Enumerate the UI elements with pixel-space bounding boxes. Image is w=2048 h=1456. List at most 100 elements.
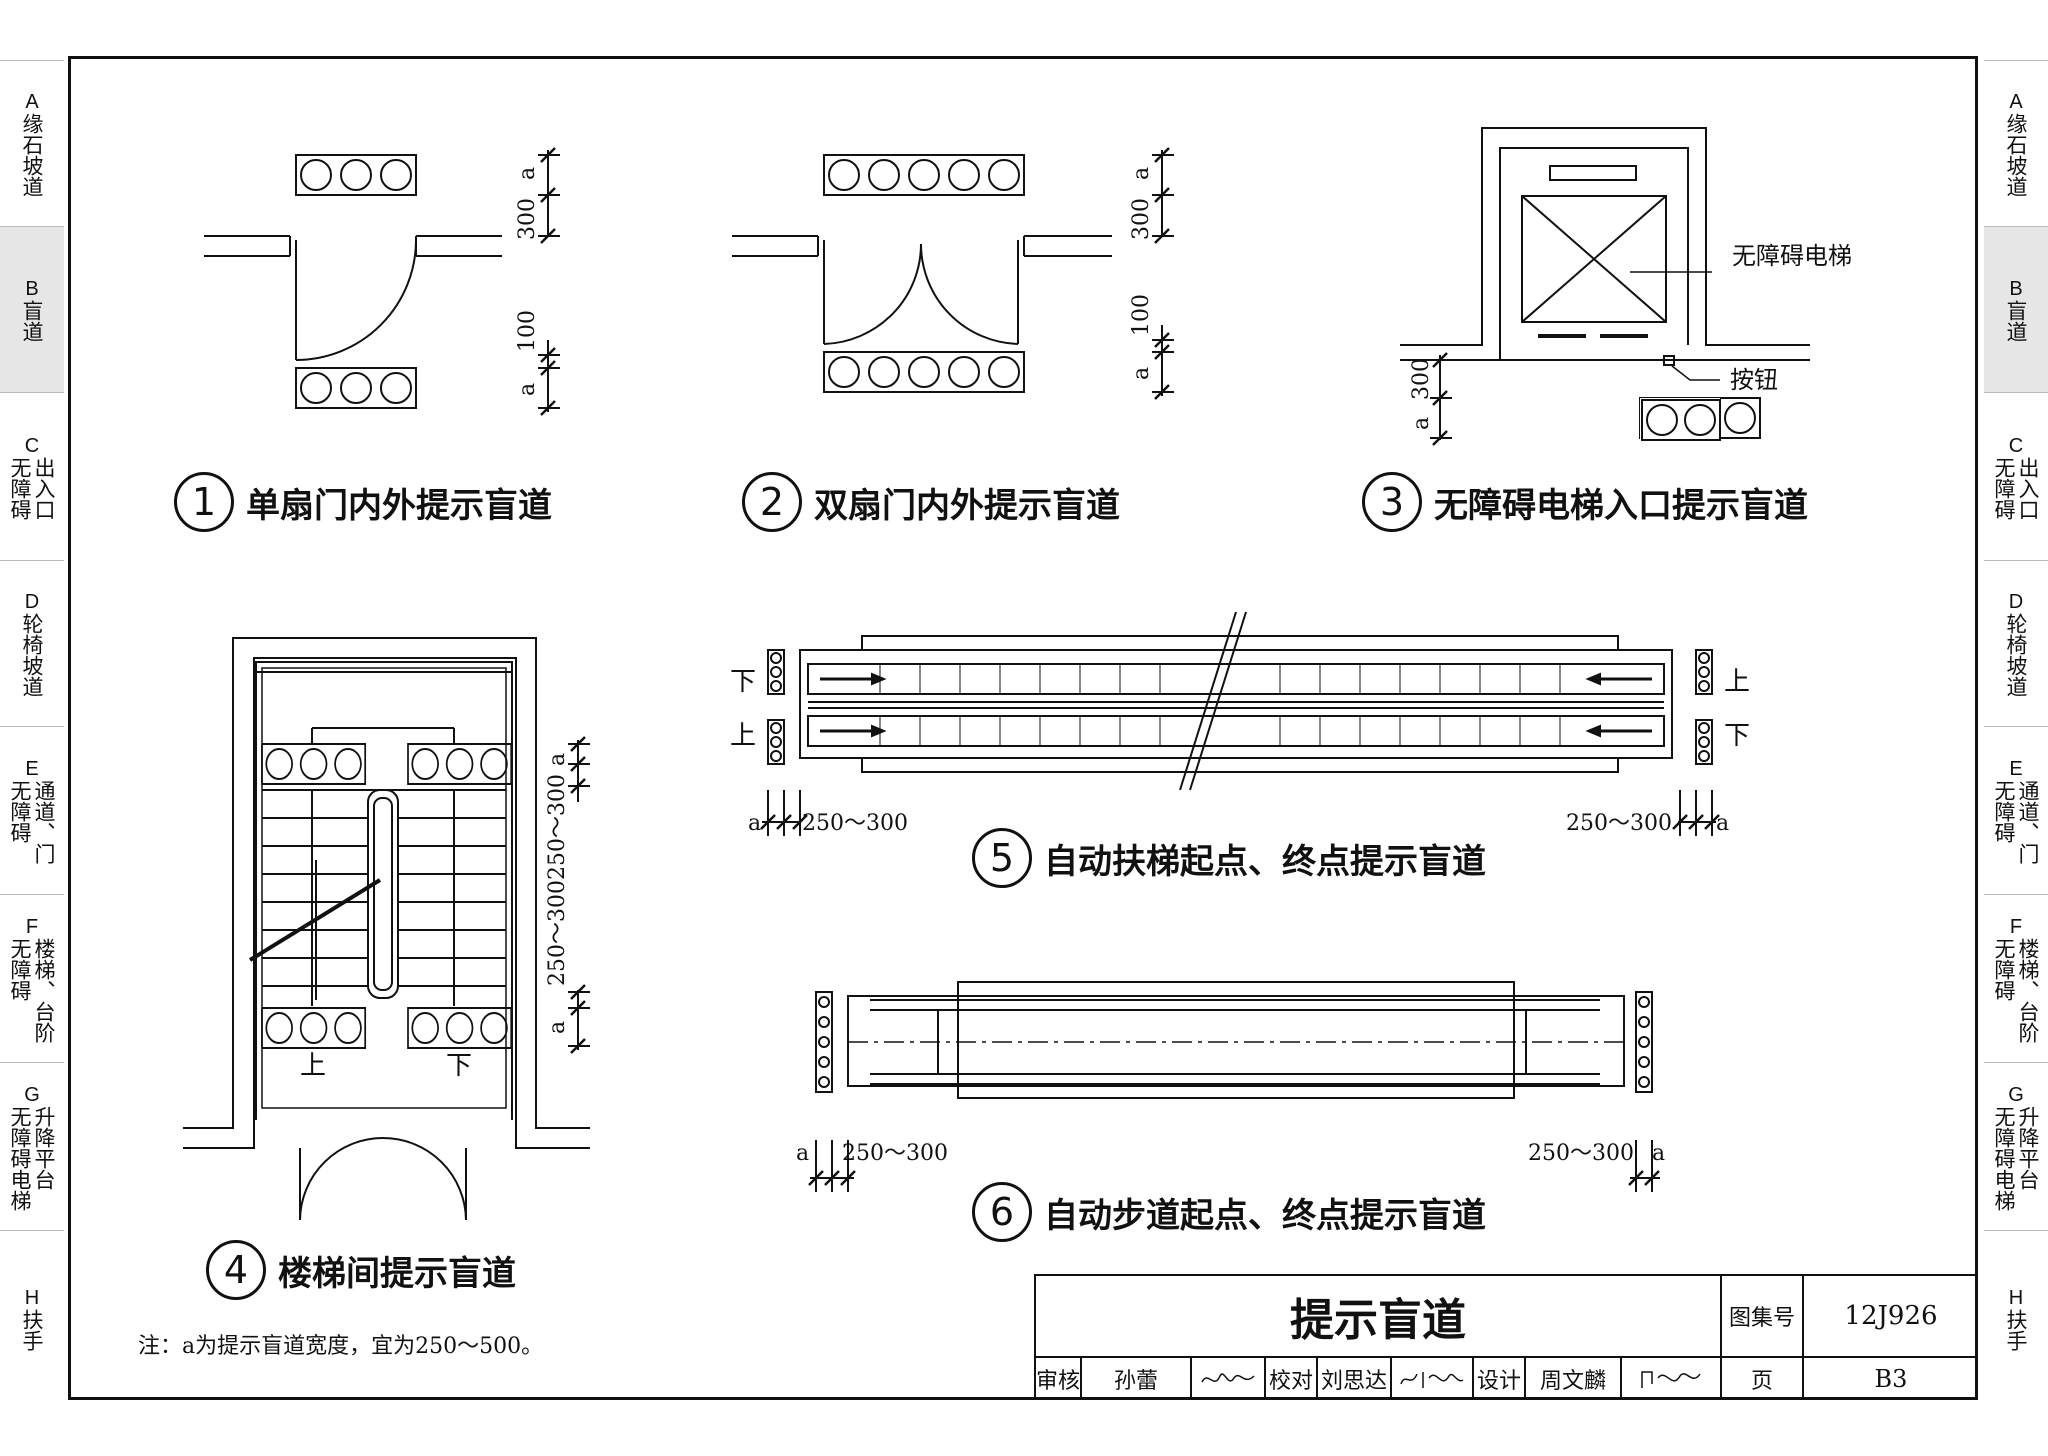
- figure-1-caption: 1 单扇门内外提示盲道: [174, 472, 552, 532]
- figure-2-double-door: [732, 146, 1174, 401]
- figure-1-single-door: [204, 146, 560, 417]
- tab-label: 无障碍: [8, 456, 32, 520]
- page-label: 页: [1720, 1356, 1802, 1400]
- tab-label: 无障碍: [1992, 456, 2016, 520]
- figure-title: 自动扶梯起点、终点提示盲道: [1044, 841, 1486, 882]
- tab-label: 楼梯、台阶: [32, 937, 56, 1043]
- tab-label: 无障碍: [1992, 937, 2016, 1001]
- dim-a: a: [1129, 167, 1154, 180]
- stair-down-label: 下: [446, 1051, 472, 1081]
- dim-a: a: [545, 1021, 570, 1034]
- escalator-up-label: 上: [730, 721, 756, 751]
- tab-letter: B: [25, 278, 39, 300]
- dim-range: 250～300: [842, 1141, 948, 1166]
- tab-label: 扶手: [20, 1309, 44, 1351]
- tab-letter: C: [2008, 434, 2024, 457]
- dim-a: a: [796, 1141, 809, 1166]
- tab-words: 扶手: [2004, 1309, 2028, 1351]
- figure-number: 3: [1362, 472, 1422, 532]
- tab-letter: E: [25, 758, 39, 780]
- tab-letter: D: [2008, 591, 2024, 613]
- dim-a: a: [1409, 417, 1434, 430]
- tab-words: 缘石坡道: [2004, 113, 2028, 197]
- tab-letter: F: [25, 915, 39, 938]
- figure-title: 无障碍电梯入口提示盲道: [1434, 485, 1808, 526]
- escalator-down-label: 下: [730, 667, 756, 697]
- tab-label: 无障碍: [1992, 780, 2016, 843]
- dim-a: a: [515, 383, 540, 396]
- tab-label: 无障碍电梯: [8, 1105, 32, 1211]
- dim-range: 250～300: [545, 774, 570, 880]
- atlas-value: 12J926: [1802, 1274, 1978, 1356]
- dim-range: 250～300: [545, 880, 570, 986]
- dim-100: 100: [1129, 294, 1154, 336]
- review-signature: [1190, 1356, 1264, 1400]
- tab-letter: H: [24, 1287, 40, 1309]
- tab-letter: A: [25, 91, 39, 113]
- dim-a: a: [748, 811, 761, 836]
- tab-letter: A: [2009, 91, 2023, 113]
- atlas-label: 图集号: [1720, 1274, 1802, 1356]
- figure-6-moving-walkway: [807, 981, 1661, 1192]
- tab-letter: E: [2009, 758, 2023, 780]
- tab-letter: C: [24, 434, 40, 457]
- tab-label: 出入口: [2016, 456, 2040, 520]
- escalator-up-label: 上: [1724, 667, 1750, 697]
- tab-words: 楼梯、台阶无障碍: [1992, 937, 2040, 1043]
- tab-label: 出入口: [32, 456, 56, 520]
- check-signature: [1390, 1356, 1472, 1400]
- title-block: 提示盲道 图集号 12J926 审核 孙蕾 校对 刘思达 设计 周文麟 页 B3: [1034, 1274, 1978, 1400]
- dim-a: a: [1652, 1141, 1665, 1166]
- tab-label: 缘石坡道: [2004, 113, 2028, 197]
- dim-range: 250～300: [802, 811, 908, 836]
- design-signature: [1620, 1356, 1720, 1400]
- tab-letter: G: [24, 1083, 40, 1106]
- figure-6-caption: 6 自动步道起点、终点提示盲道: [972, 1182, 1486, 1242]
- tab-label: 无障碍电梯: [1992, 1105, 2016, 1211]
- tab-words: 通道、门无障碍: [8, 780, 56, 864]
- figure-number: 4: [206, 1240, 266, 1300]
- check-label: 校对: [1264, 1356, 1316, 1400]
- tab-label: 楼梯、台阶: [2016, 937, 2040, 1043]
- tab-words: 出入口无障碍: [8, 456, 56, 520]
- tab-words: 轮椅坡道: [2004, 613, 2028, 697]
- tab-letter: G: [2008, 1083, 2024, 1106]
- tab-words: 扶手: [20, 1309, 44, 1351]
- note-text: 注：a为提示盲道宽度，宜为250～500。: [138, 1334, 544, 1359]
- figure-2-caption: 2 双扇门内外提示盲道: [742, 472, 1120, 532]
- tab-label: 轮椅坡道: [2004, 613, 2028, 697]
- figure-title: 单扇门内外提示盲道: [246, 485, 552, 526]
- drawing-title: 提示盲道: [1034, 1274, 1720, 1356]
- review-label: 审核: [1034, 1356, 1080, 1400]
- dim-a: a: [515, 167, 540, 180]
- dim-100: 100: [515, 310, 540, 352]
- page-value: B3: [1802, 1356, 1978, 1400]
- check-name: 刘思达: [1316, 1356, 1390, 1400]
- dim-a: a: [1716, 811, 1729, 836]
- elevator-label: 无障碍电梯: [1732, 242, 1852, 270]
- tab-label: 轮椅坡道: [20, 613, 44, 697]
- dim-300: 300: [1129, 198, 1154, 240]
- figure-number: 2: [742, 472, 802, 532]
- figure-title: 双扇门内外提示盲道: [814, 485, 1120, 526]
- review-name: 孙蕾: [1080, 1356, 1190, 1400]
- figure-number: 1: [174, 472, 234, 532]
- tab-label: 盲道: [2004, 300, 2028, 342]
